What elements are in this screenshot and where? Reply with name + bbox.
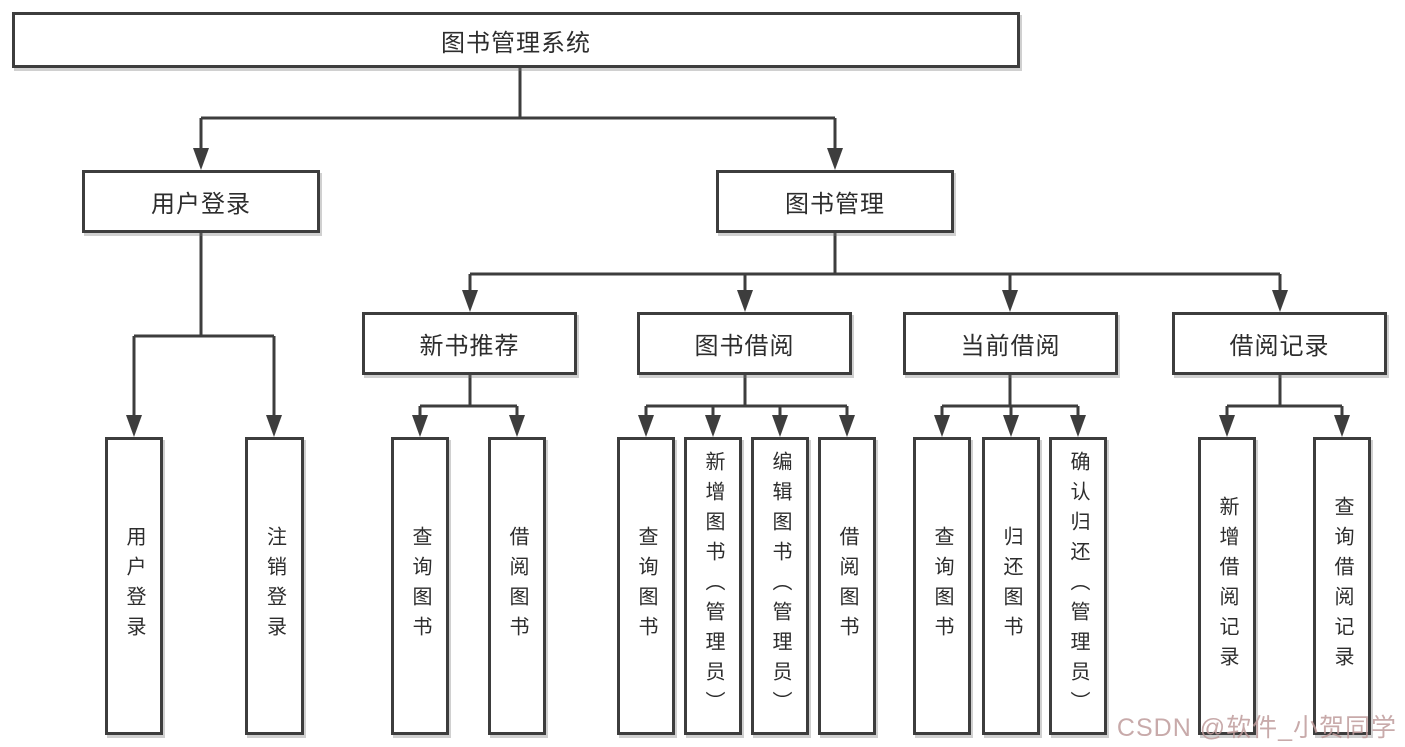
leaf-query-books-current: 查询图书 [913,437,971,735]
leaf-query-books-recommend-label: 查询图书 [409,526,431,646]
leaf-query-borrow-record: 查询借阅记录 [1313,437,1371,735]
leaf-add-book-admin-label: 新增图书（管理员） [702,451,724,721]
leaf-add-borrow-record-label: 新增借阅记录 [1216,496,1238,676]
node-new-book-recommend-label: 新书推荐 [419,333,520,360]
leaf-return-book-label: 归还图书 [1000,526,1022,646]
leaf-query-borrow-record-label: 查询借阅记录 [1331,496,1353,676]
leaf-add-borrow-record: 新增借阅记录 [1198,437,1256,735]
node-current-borrow: 当前借阅 [903,312,1118,375]
node-user-login: 用户登录 [82,170,320,233]
node-borrow-records-label: 借阅记录 [1229,333,1330,360]
leaf-query-books-current-label: 查询图书 [931,526,953,646]
node-book-borrow-label: 图书借阅 [694,333,795,360]
leaf-borrow-books-borrow: 借阅图书 [818,437,876,735]
leaf-borrow-books-borrow-label: 借阅图书 [836,526,858,646]
leaf-add-book-admin: 新增图书（管理员） [684,437,742,735]
leaf-borrow-books-recommend-label: 借阅图书 [506,526,528,646]
leaf-return-book: 归还图书 [982,437,1040,735]
leaf-edit-book-admin-label: 编辑图书（管理员） [769,451,791,721]
leaf-confirm-return-admin: 确认归还（管理员） [1049,437,1107,735]
node-book-management: 图书管理 [716,170,954,233]
leaf-borrow-books-recommend: 借阅图书 [488,437,546,735]
leaf-logout: 注销登录 [245,437,304,735]
leaf-user-login-label: 用户登录 [123,526,145,646]
leaf-query-books-recommend: 查询图书 [391,437,449,735]
node-root-label: 图书管理系统 [441,29,591,57]
leaf-query-books-borrow-label: 查询图书 [635,526,657,646]
node-book-borrow: 图书借阅 [637,312,852,375]
node-borrow-records: 借阅记录 [1172,312,1387,375]
node-root: 图书管理系统 [12,12,1020,68]
watermark-text: CSDN @软件_小贺同学 [1116,714,1397,742]
leaf-user-login: 用户登录 [105,437,163,735]
node-user-login-label: 用户登录 [151,191,251,218]
node-book-management-label: 图书管理 [785,191,885,218]
leaf-logout-label: 注销登录 [263,526,286,646]
leaf-confirm-return-admin-label: 确认归还（管理员） [1067,451,1089,721]
node-new-book-recommend: 新书推荐 [362,312,577,375]
leaf-query-books-borrow: 查询图书 [617,437,675,735]
node-current-borrow-label: 当前借阅 [960,333,1061,360]
leaf-edit-book-admin: 编辑图书（管理员） [751,437,809,735]
